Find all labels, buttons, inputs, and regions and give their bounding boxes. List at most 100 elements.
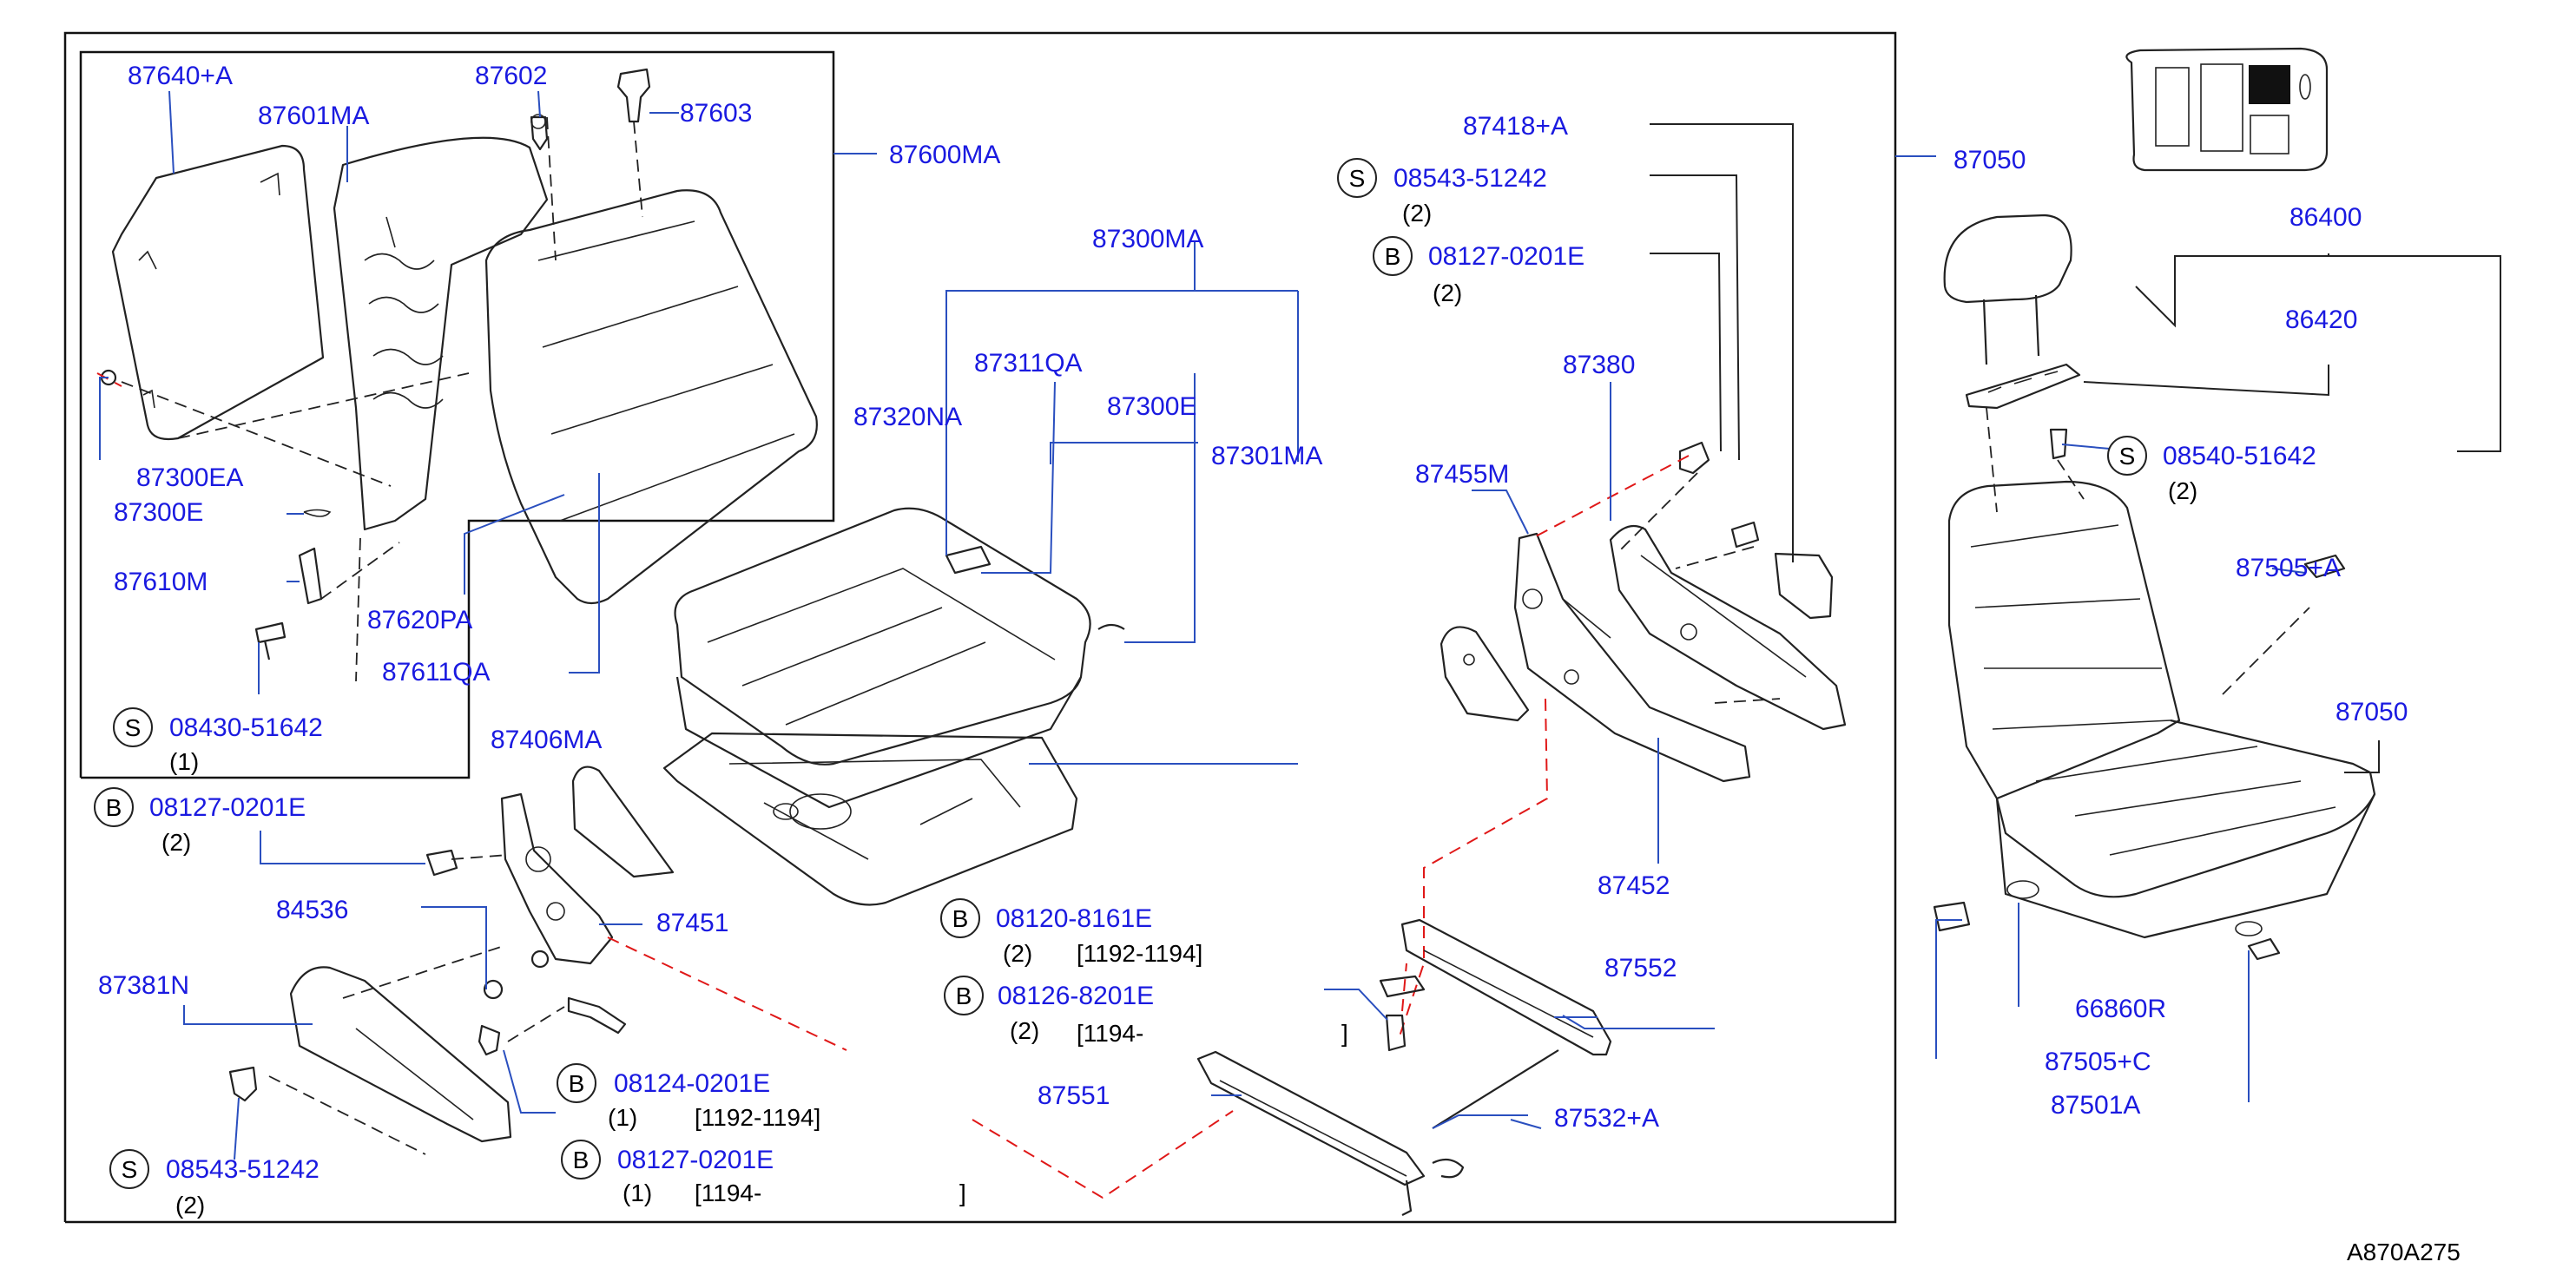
seat-height-link bbox=[1513, 532, 1751, 783]
label-87451: 87451 bbox=[656, 909, 728, 937]
marker-s-08543-right: S bbox=[1337, 158, 1377, 198]
svg-text:S: S bbox=[122, 1156, 138, 1183]
label-87551: 87551 bbox=[1038, 1081, 1110, 1110]
seat-cushion-frame bbox=[662, 732, 1078, 906]
label-08543-right: 08543-51242 bbox=[1393, 164, 1547, 193]
right-dashed-guides bbox=[1397, 455, 1781, 1042]
label-08127-right: 08127-0201E bbox=[1428, 242, 1584, 271]
qty-08127-bottom: (1) bbox=[623, 1180, 652, 1206]
label-87620pa: 87620PA bbox=[367, 606, 472, 634]
recliner-plate-right bbox=[1609, 524, 1847, 731]
svg-text:S: S bbox=[1349, 165, 1366, 192]
marker-s-08430: S bbox=[113, 707, 153, 747]
qty-08127-left: (2) bbox=[161, 829, 191, 856]
label-66860r: 66860R bbox=[2075, 995, 2166, 1023]
label-08540: 08540-51642 bbox=[2163, 442, 2316, 470]
qty-08430: (1) bbox=[169, 748, 199, 775]
recliner-mechanism bbox=[500, 792, 614, 965]
seat-rail-upper bbox=[1379, 918, 1612, 1056]
svg-text:B: B bbox=[573, 1147, 590, 1173]
adjuster-cover bbox=[1440, 626, 1530, 722]
label-87611qa: 87611QA bbox=[382, 658, 491, 687]
marker-b-08126: B bbox=[944, 976, 984, 1015]
svg-text:B: B bbox=[952, 905, 969, 932]
date-08127-bottom-close: ] bbox=[959, 1180, 966, 1206]
label-87301ma: 87301MA bbox=[1211, 442, 1322, 470]
label-08126: 08126-8201E bbox=[998, 982, 1154, 1010]
assembled-seat-fasteners bbox=[1933, 554, 2346, 961]
label-87455m: 87455M bbox=[1415, 460, 1509, 489]
side-cover-lower bbox=[289, 966, 512, 1143]
label-87600ma: 87600MA bbox=[889, 141, 1000, 169]
label-08127-left: 08127-0201E bbox=[149, 793, 306, 822]
lower-dashed-guides bbox=[268, 854, 847, 1155]
label-08120: 08120-8161E bbox=[996, 904, 1152, 933]
qty-08124: (1) bbox=[608, 1104, 637, 1131]
qty-08543-left: (2) bbox=[175, 1192, 205, 1219]
label-87505a: 87505+A bbox=[2236, 554, 2341, 582]
seatback-cushion bbox=[484, 189, 818, 605]
label-86420: 86420 bbox=[2285, 306, 2357, 334]
label-87050-right: 87050 bbox=[2336, 698, 2408, 726]
assembled-seat-dashed bbox=[1986, 407, 2310, 695]
seatback-back-panel bbox=[111, 144, 325, 441]
svg-text:B: B bbox=[1385, 243, 1401, 270]
marker-s-08543-left: S bbox=[109, 1149, 149, 1189]
svg-text:B: B bbox=[956, 982, 972, 1009]
label-87380: 87380 bbox=[1563, 351, 1635, 379]
label-87603: 87603 bbox=[680, 99, 752, 128]
label-87552: 87552 bbox=[1604, 954, 1677, 982]
headrest-guide-clip bbox=[530, 114, 549, 151]
inset-frame-seatback bbox=[79, 50, 835, 779]
label-87532a: 87532+A bbox=[1554, 1104, 1659, 1133]
svg-text:B: B bbox=[106, 794, 122, 821]
svg-text:S: S bbox=[2119, 443, 2136, 470]
label-87300e-left: 87300E bbox=[114, 498, 203, 527]
label-87640a: 87640+A bbox=[128, 62, 233, 90]
label-87452: 87452 bbox=[1598, 871, 1670, 900]
seatback-dashed-guides bbox=[96, 116, 643, 682]
date-08126: [1194- bbox=[1077, 1020, 1143, 1047]
label-08543-left: 08543-51242 bbox=[166, 1155, 320, 1184]
label-87050-frame: 87050 bbox=[1953, 146, 2026, 174]
marker-b-08124: B bbox=[557, 1063, 596, 1103]
qty-08540: (2) bbox=[2168, 477, 2197, 504]
svg-text:S: S bbox=[125, 714, 142, 741]
label-87601ma: 87601MA bbox=[258, 102, 369, 130]
qty-08120: (2) bbox=[1003, 940, 1032, 967]
headrest bbox=[1943, 214, 2072, 365]
rail-red-connector bbox=[972, 963, 1407, 1199]
label-87381n: 87381N bbox=[98, 971, 189, 1000]
label-87406ma: 87406MA bbox=[491, 726, 602, 754]
seat-cushion bbox=[674, 507, 1091, 809]
qty-08127-right: (2) bbox=[1433, 279, 1462, 306]
label-87300e-mid: 87300E bbox=[1107, 392, 1196, 421]
label-84536: 84536 bbox=[276, 896, 348, 924]
headrest-lock-clip bbox=[616, 68, 651, 123]
label-87418a: 87418+A bbox=[1463, 112, 1568, 141]
headrest-screw bbox=[2049, 428, 2068, 460]
recliner-cover-left bbox=[571, 766, 675, 878]
seat-rail-lower bbox=[1196, 1050, 1465, 1216]
seatback-frame bbox=[333, 136, 549, 531]
vehicle-location-icon bbox=[2125, 47, 2329, 172]
marker-b-08127-bottom: B bbox=[561, 1140, 601, 1180]
date-08127-bottom: [1194- bbox=[695, 1180, 761, 1206]
label-87300ma: 87300MA bbox=[1092, 225, 1203, 253]
marker-b-08127-right: B bbox=[1373, 236, 1413, 276]
label-87602: 87602 bbox=[475, 62, 547, 90]
date-08120: [1192-1194] bbox=[1077, 940, 1202, 967]
date-08124: [1192-1194] bbox=[695, 1104, 820, 1131]
marker-b-08120: B bbox=[940, 898, 980, 938]
label-87300ea: 87300EA bbox=[136, 463, 243, 492]
marker-s-08540: S bbox=[2107, 436, 2147, 476]
qty-08126: (2) bbox=[1010, 1017, 1039, 1044]
assembled-seat bbox=[1947, 480, 2376, 939]
label-87505c: 87505+C bbox=[2045, 1048, 2151, 1076]
qty-08543-right: (2) bbox=[1402, 200, 1432, 227]
rail-bolt bbox=[1385, 1014, 1407, 1052]
label-87501a: 87501A bbox=[2051, 1091, 2140, 1120]
main-frame bbox=[63, 31, 1897, 1224]
headrest-guide-set bbox=[1965, 363, 2081, 410]
